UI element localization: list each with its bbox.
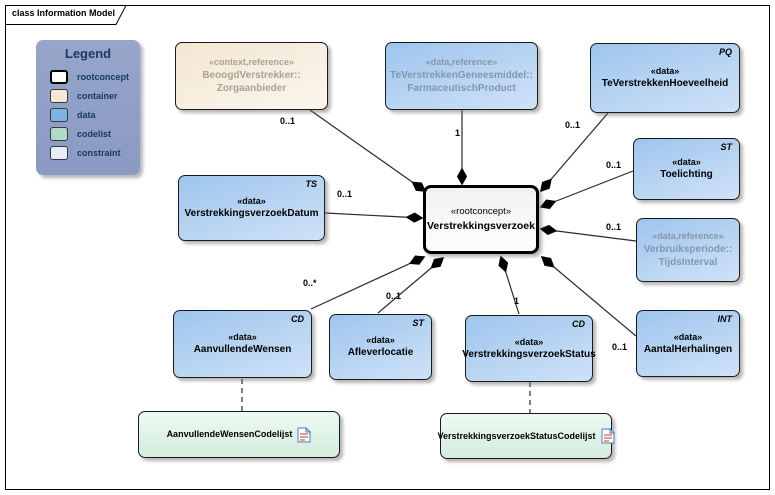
legend-item-label: rootconcept: [77, 71, 130, 82]
stereotype-label: «data»: [514, 336, 544, 347]
node-aantalherhalingen[interactable]: INT «data» AantalHerhalingen: [636, 310, 740, 377]
datatype-tag: ST: [412, 318, 424, 328]
node-afleverlocatie[interactable]: ST «data» Afleverlocatie: [329, 314, 432, 380]
legend-item-data: data: [36, 105, 140, 124]
stereotype-label: «data,reference»: [652, 231, 724, 242]
stereotype-label: «data»: [672, 157, 701, 168]
legend-item-rootconcept: rootconcept: [36, 67, 140, 86]
node-verbruiksperiode-tijdsinterval[interactable]: «data,reference» Verbruiksperiode:: Tijd…: [636, 218, 740, 282]
stereotype-label: «data»: [366, 335, 395, 346]
multiplicity-label-verstrekkingsverzoek-datum: 0..1: [337, 189, 353, 199]
edge-aantal-herhalingen[interactable]: [542, 257, 637, 337]
node-name: VerstrekkingsverzoekDatum: [184, 208, 319, 220]
legend-item-constraint: constraint: [36, 143, 140, 162]
edge-afleverlocatie[interactable]: [377, 258, 443, 314]
legend-item-label: data: [77, 109, 96, 120]
stereotype-label: «data»: [673, 331, 703, 342]
multiplicity-label-afleverlocatie: 0..1: [386, 291, 402, 301]
diagram-frame: [5, 5, 770, 490]
multiplicity-label-te-verstrekken-hoeveelheid: 0..1: [565, 120, 581, 130]
stereotype-label: «data,reference»: [425, 57, 498, 68]
node-beoogd-verstrekker-zorgaanbieder[interactable]: «context,reference» BeoogdVerstrekker:: …: [175, 42, 328, 110]
node-name: Zorgaanbieder: [216, 83, 287, 95]
node-name: Verbruiksperiode::: [643, 243, 733, 255]
node-name: Verstrekkingsverzoek: [427, 219, 535, 232]
edge-verstrekkingsverzoek-datum[interactable]: [324, 212, 422, 218]
legend[interactable]: Legend rootconcept container data codeli…: [36, 40, 140, 175]
node-name: Afleverlocatie: [347, 347, 414, 359]
datatype-tag: ST: [720, 142, 732, 152]
stereotype-label: «rootconcept»: [450, 206, 512, 217]
legend-item-label: container: [77, 90, 118, 101]
multiplicity-label-tijdsinterval: 0..1: [606, 222, 622, 232]
edge-aanvullende-wensen[interactable]: [310, 257, 424, 310]
legend-item-codelist: codelist: [36, 124, 140, 143]
datatype-tag: TS: [305, 179, 317, 189]
node-name: AanvullendeWensenCodelijst: [166, 429, 293, 440]
rootconcept-swatch: [50, 69, 68, 84]
multiplicity-label-aantal-herhalingen: 0..1: [612, 342, 628, 352]
node-aanvullendewensencodelijst[interactable]: AanvullendeWensenCodelijst: [138, 411, 340, 458]
document-icon: [601, 428, 615, 444]
document-icon: [297, 426, 312, 442]
multiplicity-label-verstrekkingsverzoek-status: 1: [514, 296, 520, 306]
node-teverstrekkengeneesmiddel-farmaceutischproduct[interactable]: «data,reference» TeVerstrekkenGeneesmidd…: [385, 42, 538, 110]
edge-toelichting[interactable]: [541, 170, 634, 207]
legend-item-label: codelist: [77, 128, 112, 139]
edge-zorgaanbieder[interactable]: [309, 109, 425, 191]
datatype-tag: INT: [717, 314, 733, 324]
node-name: TeVerstrekkenGeneesmiddel::: [390, 69, 533, 81]
datatype-tag: CD: [572, 319, 585, 329]
node-name: AantalHerhalingen: [643, 343, 733, 355]
legend-item-container: container: [36, 86, 140, 105]
data-swatch: [50, 107, 68, 122]
node-verstrekkingsverzoek[interactable]: «rootconcept» Verstrekkingsverzoek: [423, 185, 539, 254]
edge-te-verstrekken-hoeveelheid[interactable]: [541, 112, 609, 191]
diagram-frame-title: class Information Model: [12, 8, 116, 18]
stereotype-label: «data»: [650, 66, 680, 77]
constraint-swatch: [50, 145, 68, 160]
datatype-tag: PQ: [718, 47, 732, 57]
node-verstrekkingsverzoekstatuscodelijst[interactable]: VerstrekkingsverzoekStatusCodelijst: [437, 413, 615, 459]
stereotype-label: «context,reference»: [208, 57, 295, 68]
node-name: BeoogdVerstrekker::: [202, 69, 301, 81]
multiplicity-label-zorgaanbieder: 0..1: [280, 116, 296, 126]
multiplicity-label-aanvullende-wensen: 0..*: [303, 278, 317, 288]
node-toelichting[interactable]: ST «data» Toelichting: [633, 138, 740, 200]
stereotype-label: «data»: [228, 332, 257, 343]
legend-item-label: constraint: [77, 147, 121, 158]
node-verstrekkingsverzoekdatum[interactable]: TS «data» VerstrekkingsverzoekDatum: [178, 175, 325, 241]
codelist-swatch: [50, 126, 68, 141]
multiplicity-label-farmaceutisch-product: 1: [455, 128, 461, 138]
container-swatch: [50, 88, 68, 103]
node-name: AanvullendeWensen: [193, 344, 292, 356]
edge-verstrekkingsverzoek-status[interactable]: [501, 257, 520, 315]
node-name: Toelichting: [660, 169, 713, 181]
node-name: TeVerstrekkenHoeveelheid: [601, 78, 729, 90]
node-verstrekkingsverzoekstatus[interactable]: CD «data» VerstrekkingsverzoekStatus: [462, 315, 596, 382]
node-aanvullendewensen[interactable]: CD «data» AanvullendeWensen: [173, 310, 312, 378]
datatype-tag: CD: [291, 314, 304, 324]
edge-tijdsinterval[interactable]: [541, 229, 637, 242]
legend-title: Legend: [64, 46, 112, 61]
node-name: VerstrekkingsverzoekStatusCodelijst: [437, 430, 596, 441]
multiplicity-label-toelichting: 0..1: [606, 160, 622, 170]
node-name: VerstrekkingsverzoekStatus: [462, 348, 596, 360]
stereotype-label: «data»: [237, 196, 266, 207]
diagram-frame-tab: [5, 5, 127, 25]
node-teverstrekkenhoeveelheid[interactable]: PQ «data» TeVerstrekkenHoeveelheid: [590, 43, 740, 113]
node-name: TijdsInterval: [658, 257, 718, 269]
node-name: FarmaceutischProduct: [407, 83, 516, 95]
